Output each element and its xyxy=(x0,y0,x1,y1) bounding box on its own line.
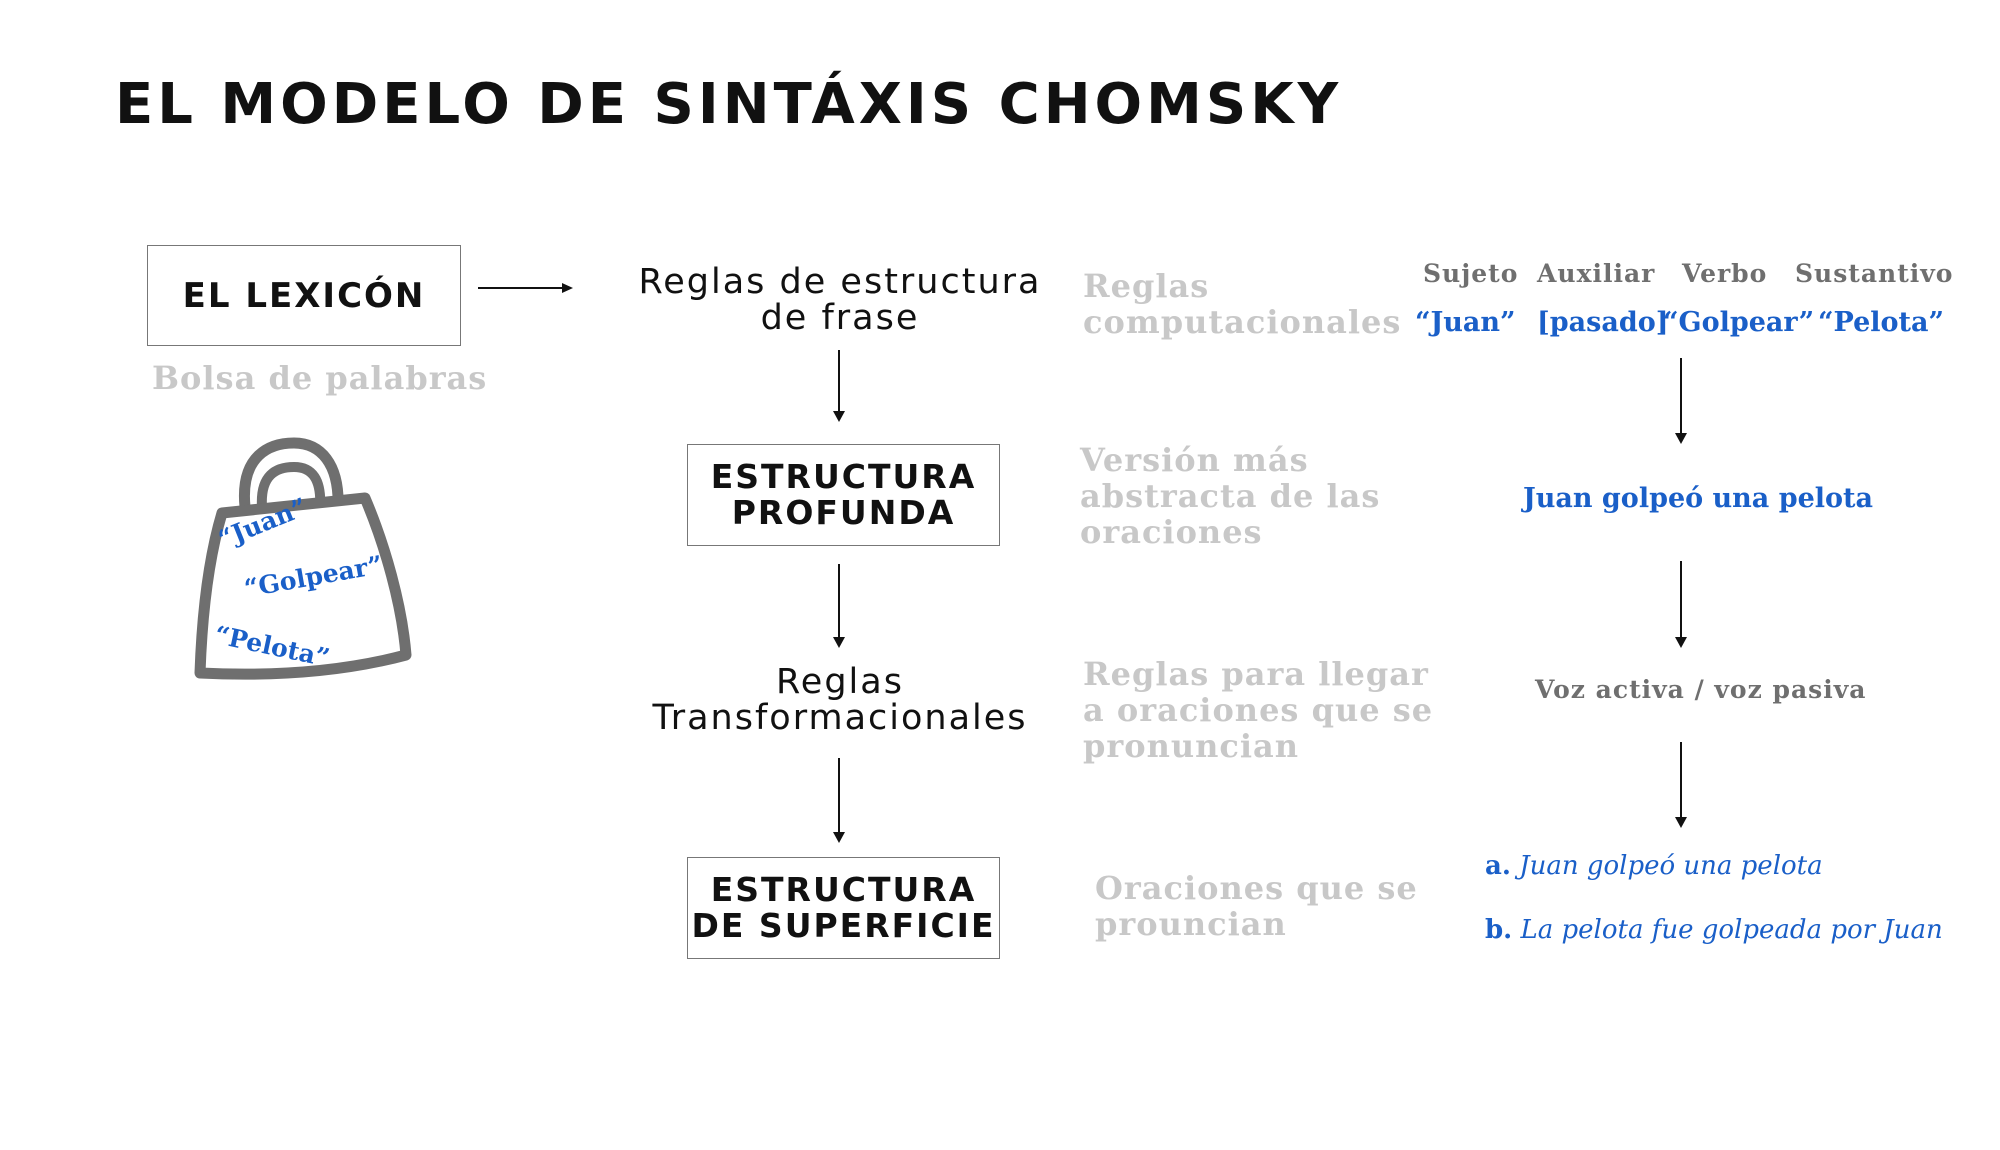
arrow-down-icon xyxy=(1675,817,1687,828)
note-abstract-version: Versión más abstracta de las oraciones xyxy=(1080,441,1381,551)
deep-structure-box: ESTRUCTURA PROFUNDA xyxy=(687,444,1000,546)
rule-phrase-structure: Reglas de estructura de frase xyxy=(638,262,1042,338)
output-marker-a: a. xyxy=(1485,851,1511,881)
arrow-down-3 xyxy=(838,758,840,833)
arrow-down-5 xyxy=(1680,561,1682,638)
note-transform-rules: Reglas para llegar a oraciones que se pr… xyxy=(1083,655,1434,765)
rule-transformational: Reglas Transformacionales xyxy=(652,662,1028,738)
header-auxiliary: Auxiliar xyxy=(1537,259,1656,288)
output-marker-b: b. xyxy=(1485,915,1513,945)
output-text-a: Juan golpeó una pelota xyxy=(1519,851,1823,881)
output-b: b. La pelota fue golpeada por Juan xyxy=(1485,915,1943,945)
arrow-down-1 xyxy=(838,350,840,412)
page-title: EL MODELO DE SINTÁXIS CHOMSKY xyxy=(115,72,1343,137)
arrow-right-icon xyxy=(478,283,573,293)
arrow-down-6 xyxy=(1680,742,1682,818)
header-verb: Verbo xyxy=(1682,259,1768,288)
note-computational: Reglas computacionales xyxy=(1083,267,1402,341)
deep-sentence: Juan golpeó una pelota xyxy=(1523,483,1873,514)
value-auxiliary: [pasado] xyxy=(1537,307,1669,338)
lexicon-label: EL LEXICÓN xyxy=(182,275,426,316)
value-subject: “Juan” xyxy=(1415,307,1516,338)
voice-label: Voz activa / voz pasiva xyxy=(1535,675,1867,704)
output-a: a. Juan golpeó una pelota xyxy=(1485,851,1823,881)
arrow-down-icon xyxy=(1675,637,1687,648)
header-subject: Sujeto xyxy=(1423,259,1519,288)
output-text-b: La pelota fue golpeada por Juan xyxy=(1520,915,1943,945)
header-noun: Sustantivo xyxy=(1795,259,1954,288)
lexicon-caption: Bolsa de palabras xyxy=(152,359,488,397)
arrow-down-4 xyxy=(1680,358,1682,434)
arrow-down-icon xyxy=(1675,433,1687,444)
lexicon-box: EL LEXICÓN xyxy=(147,245,461,346)
arrow-down-icon xyxy=(833,411,845,422)
arrow-down-2 xyxy=(838,564,840,638)
arrow-down-icon xyxy=(833,637,845,648)
surface-structure-box: ESTRUCTURA DE SUPERFICIE xyxy=(687,857,1000,959)
note-pronounced: Oraciones que se prouncian xyxy=(1095,869,1418,943)
value-noun: “Pelota” xyxy=(1818,307,1945,338)
arrow-down-icon xyxy=(833,832,845,843)
value-verb: “Golpear” xyxy=(1663,307,1815,338)
shopping-bag-icon xyxy=(194,437,412,680)
